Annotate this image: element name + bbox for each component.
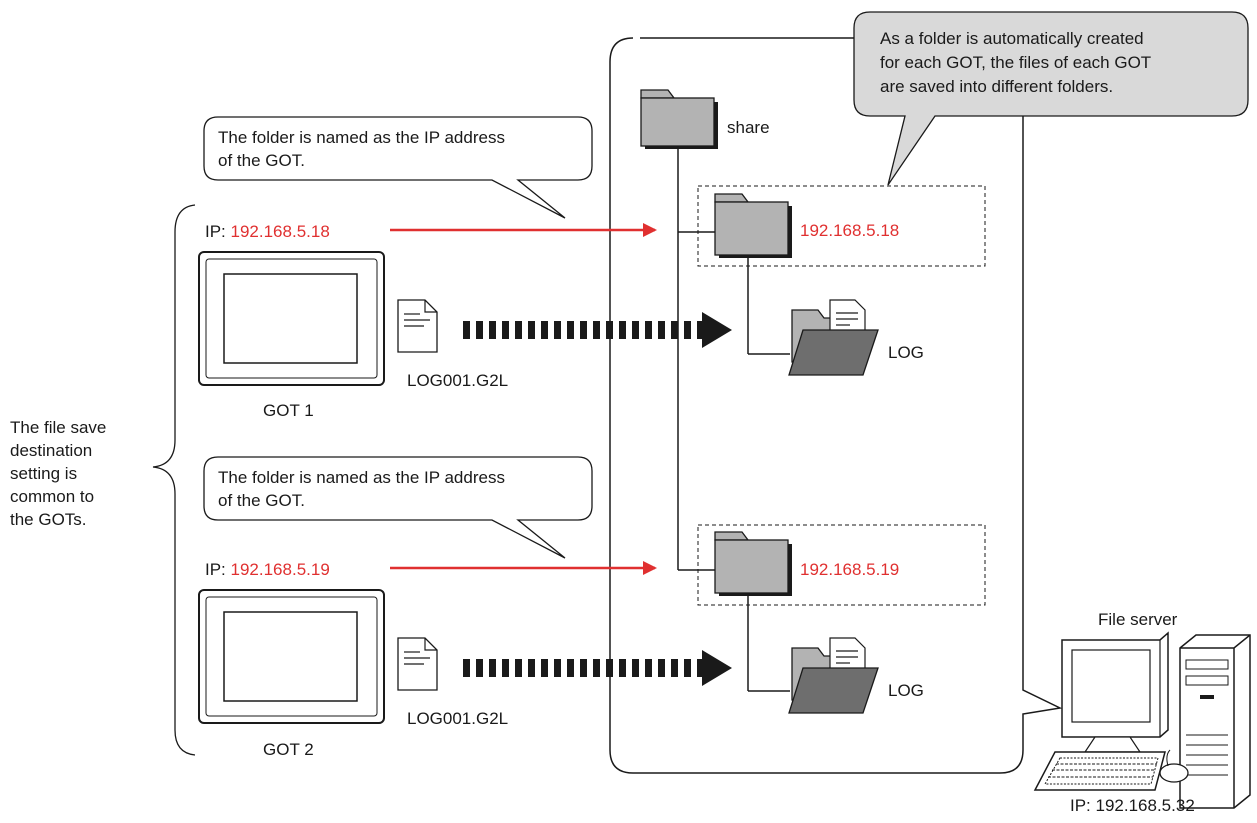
- highlight-box-1: [697, 185, 986, 267]
- got2-callout-line-2: of the GOT.: [218, 491, 305, 510]
- got2-callout: The folder is named as the IP address of…: [203, 456, 593, 559]
- brace-note-line-4: common to: [10, 487, 94, 506]
- got2-ip-prefix: IP:: [205, 560, 231, 579]
- server-callout-line-2: for each GOT, the files of each GOT: [880, 53, 1151, 72]
- got2-file-label: LOG001.G2L: [407, 709, 508, 728]
- left-brace: [152, 204, 196, 756]
- brace-note-line-2: destination: [10, 441, 92, 460]
- brace-note-line-1: The file save: [10, 418, 106, 437]
- got2-device: [198, 589, 385, 724]
- got1-ip-prefix: IP:: [205, 222, 231, 241]
- server-callout-line-3: are saved into different folders.: [880, 77, 1113, 96]
- mouse-icon: [1159, 749, 1189, 783]
- monitor-icon: [1061, 631, 1169, 753]
- got1-device: [198, 251, 385, 386]
- server-callout: As a folder is automatically created for…: [853, 11, 1249, 186]
- folder-label-ip-1: 192.168.5.18: [800, 221, 899, 240]
- folder-label-share: share: [727, 118, 770, 137]
- folder-icon: [640, 89, 718, 149]
- tree-lines: [677, 146, 790, 692]
- open-folder-icon: [788, 299, 879, 376]
- brace-note-line-3: setting is: [10, 464, 77, 483]
- got2-ip-value: 192.168.5.19: [231, 560, 330, 579]
- got1-file-label: LOG001.G2L: [407, 371, 508, 390]
- document-icon: [397, 299, 438, 353]
- got1-callout-line-2: of the GOT.: [218, 151, 305, 170]
- folder-label-ip-2: 192.168.5.19: [800, 560, 899, 579]
- got2-ip-line: IP: 192.168.5.19: [205, 560, 330, 579]
- folder-label-log-1: LOG: [888, 343, 924, 362]
- brace-note-line-5: the GOTs.: [10, 510, 87, 529]
- computer-icon: [1179, 634, 1251, 809]
- folder-icon: [714, 531, 792, 596]
- folder-label-log-2: LOG: [888, 681, 924, 700]
- got2-transfer-arrow: [463, 650, 732, 686]
- got1-label: GOT 1: [263, 401, 314, 420]
- keyboard-icon: [1033, 751, 1166, 791]
- got1-callout: The folder is named as the IP address of…: [203, 116, 593, 219]
- open-folder-icon: [788, 637, 879, 714]
- folder-icon: [714, 193, 792, 258]
- got1-ip-line: IP: 192.168.5.18: [205, 222, 330, 241]
- got1-callout-line-1: The folder is named as the IP address: [218, 128, 505, 147]
- got2-label: GOT 2: [263, 740, 314, 759]
- file-server-label: File server: [1098, 610, 1178, 629]
- highlight-box-2: [697, 524, 986, 606]
- document-icon: [397, 637, 438, 691]
- got1-transfer-arrow: [463, 312, 732, 348]
- file-server-ip: IP: 192.168.5.32: [1070, 796, 1195, 815]
- got1-ip-value: 192.168.5.18: [231, 222, 330, 241]
- got2-callout-line-1: The folder is named as the IP address: [218, 468, 505, 487]
- server-callout-line-1: As a folder is automatically created: [880, 29, 1144, 48]
